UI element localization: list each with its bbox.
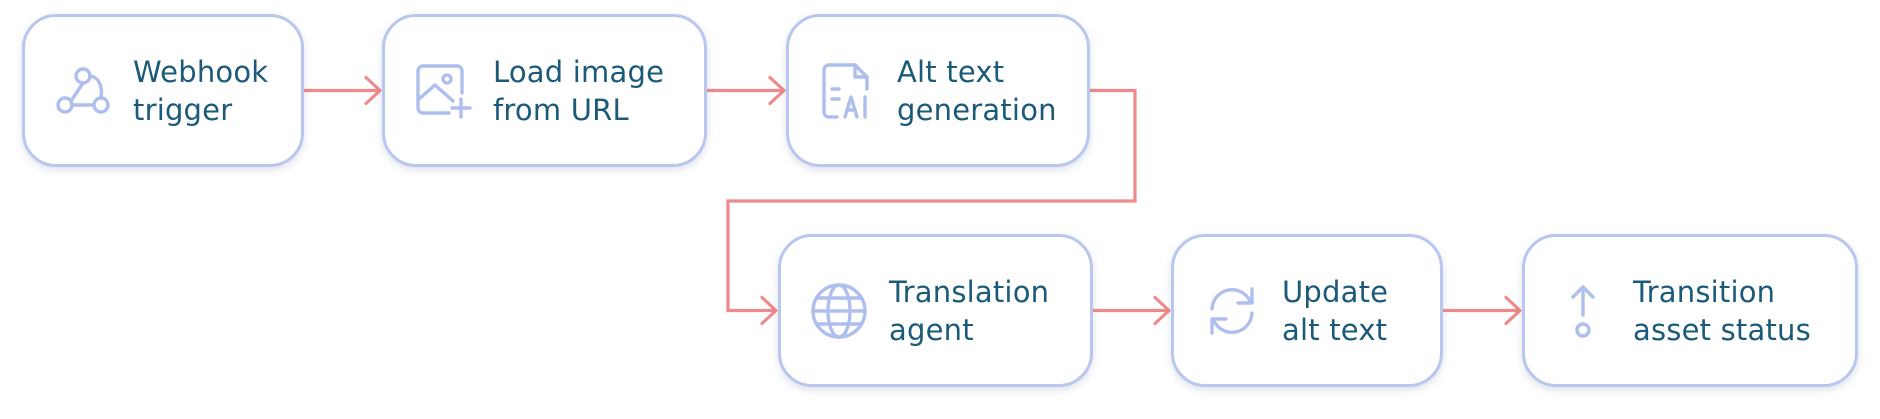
node-webhook-trigger[interactable]: Webhook trigger [22,14,304,167]
globe-icon [807,279,871,343]
connector-arrowhead [1153,295,1171,326]
image-plus-icon [411,59,475,123]
node-alt-text-generation[interactable]: Alt text generation [786,14,1090,167]
node-label: Alt text generation [897,54,1057,127]
node-load-image[interactable]: Load image from URL [382,14,707,167]
node-label: Load image from URL [493,54,665,127]
node-label: Webhook trigger [133,54,269,127]
connector-arrowhead [760,295,778,326]
refresh-icon [1200,279,1264,343]
connector-arrowhead [364,75,382,106]
node-update-alt-text[interactable]: Update alt text [1171,234,1443,387]
file-ai-icon [815,59,879,123]
connector-alt-text-to-translation [726,88,1137,313]
connector-arrowhead [768,75,786,106]
node-label: Update alt text [1282,274,1389,347]
node-transition-asset-status[interactable]: Transition asset status [1522,234,1858,387]
webhook-icon [51,59,115,123]
node-label: Transition asset status [1633,274,1811,347]
node-label: Translation agent [889,274,1050,347]
connector-arrowhead [1504,295,1522,326]
arrow-up-circle-icon [1551,279,1615,343]
node-translation-agent[interactable]: Translation agent [778,234,1093,387]
